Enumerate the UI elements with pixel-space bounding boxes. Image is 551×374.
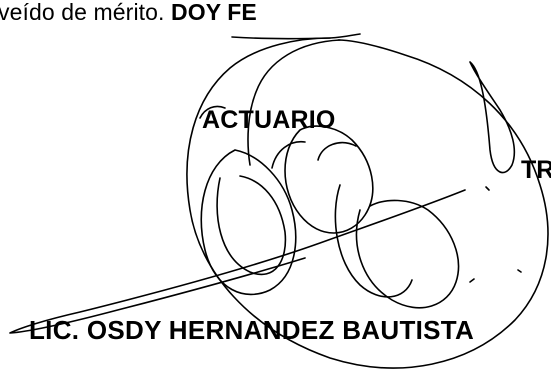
signature-stroke-inner-arc (247, 39, 341, 166)
signer-name: LIC. OSDY HERNANDEZ BAUTISTA (29, 315, 475, 345)
signature-stroke-tick-3 (469, 278, 475, 283)
signature-stroke-diagonal (9, 189, 466, 334)
signature-stroke-tick-2 (517, 269, 522, 273)
signature-stroke-right-loop (469, 61, 516, 174)
signature-stroke-center-loop (284, 125, 374, 234)
closing-sentence-text: veído de mérito. (0, 0, 165, 25)
signature-stroke-left-loop-2 (216, 175, 287, 276)
signature-stroke-tick-1 (485, 186, 490, 191)
signature-stroke-top-arcs (271, 141, 357, 169)
truncated-right-text: TR (521, 156, 551, 184)
closing-sentence: veído de mérito. DOY FE (0, 0, 257, 26)
signature-stroke-left-loop (200, 149, 297, 296)
role-title: ACTUARIO (202, 106, 336, 134)
signature-stroke-underline (231, 33, 361, 40)
signature-stroke-lower-loop-2 (334, 184, 413, 298)
doy-fe-text: DOY FE (171, 0, 257, 25)
signature-stroke-lower-right-loop (355, 199, 460, 309)
